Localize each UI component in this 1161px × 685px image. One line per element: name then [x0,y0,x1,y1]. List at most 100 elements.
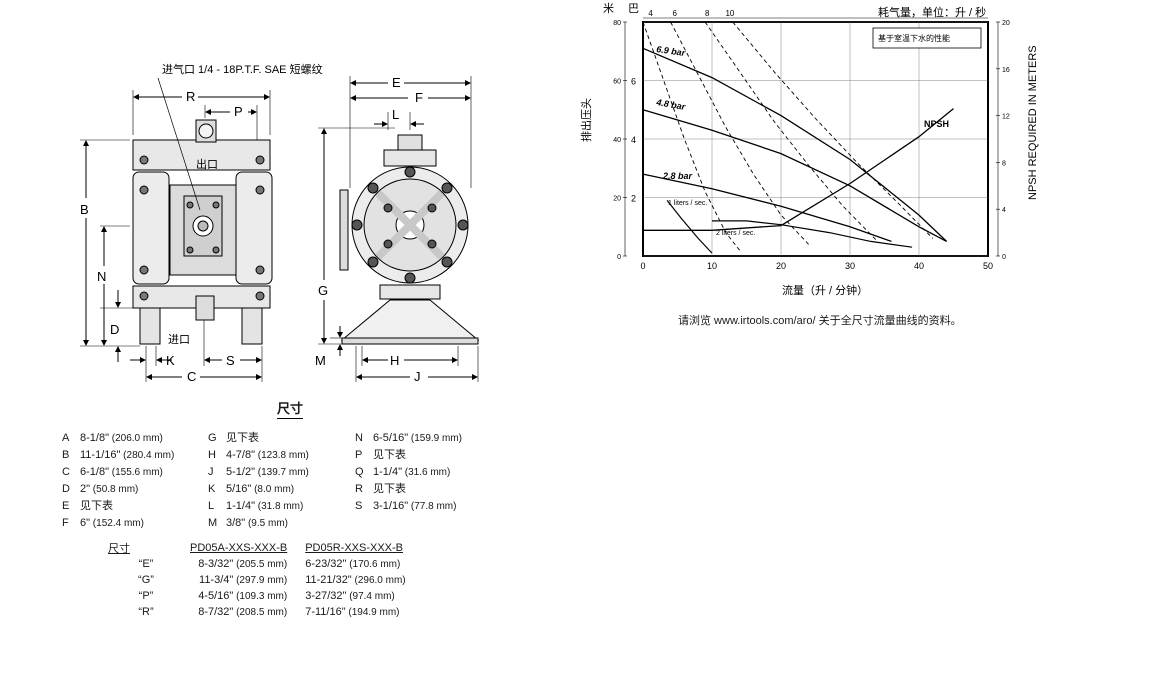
variant-row: “R”8-7/32" (208.5 mm)7-11/16" (194.9 mm) [108,604,412,620]
x-tick-label: 20 [776,261,786,271]
label-2-lps: 2 liters / sec. [716,230,755,237]
pump-dimension-drawing: R P E L F B N D K S C G M H J 进气口 1/4 - … [80,62,480,384]
dim-label-n: N [97,269,106,284]
variant-r-value: 7-11/16" (194.9 mm) [305,606,400,618]
dim-row-l: L 1-1/4" (31.8 mm) [208,498,309,515]
y-bar-tick-label: 2 [631,194,636,204]
dim-value: 1-1/4" [373,466,402,478]
dim-row-r: R 见下表 [355,481,462,498]
dim-mm: (31.8 mm) [254,501,304,512]
dim-label-f: F [415,90,423,105]
dim-row-m: M 3/8" (9.5 mm) [208,515,309,532]
y-npsh-tick-label: 12 [1002,114,1010,121]
y-bar-tick-label: 4 [631,135,636,145]
dim-value: 6" [80,517,91,529]
x-tick-label: 10 [707,261,717,271]
variant-r-value: 6-23/32" (170.6 mm) [305,558,401,570]
dim-key: F [62,517,69,529]
y-bar-units: 巴 [628,3,639,15]
y-m-tick-label: 0 [617,254,621,261]
dim-value: 3/8" [226,517,246,529]
air-tick-label: 10 [725,9,734,18]
air-axis-title: 耗气量，单位：升 / 秒 [878,5,986,19]
dim-value: 5/16" [226,483,252,495]
dim-label-k: K [166,353,175,368]
variant-a-value: 8-3/32" (205.5 mm) [198,558,288,570]
dim-mm: (9.5 mm) [245,518,288,529]
variant-header-r: PD05R-XXS-XXX-B [305,542,404,554]
variant-table: 尺寸 PD05A-XXS-XXX-B PD05R-XXS-XXX-B “E”8-… [108,540,412,620]
dim-key: M [208,517,218,529]
dim-value: 见下表 [373,483,406,495]
dim-key: A [62,432,70,444]
dim-key: E [62,500,70,512]
dim-mm: (31.6 mm) [401,467,451,478]
series-4-8-bar [642,109,947,242]
flow-line-2 [712,220,913,248]
dim-key: P [355,449,363,461]
variant-a-value: 11-3/4" (297.9 mm) [199,574,288,586]
dim-key: H [208,449,216,461]
y-m-tick-label: 80 [613,20,621,27]
variant-r-value: 11-21/32" (296.0 mm) [305,574,406,586]
dim-value: 1-1/4" [226,500,255,512]
dim-key: B [62,449,70,461]
inlet-label: 进口 [168,333,190,346]
dim-value: 5-1/2" [226,466,255,478]
dim-label-g: G [318,283,328,298]
dim-value: 见下表 [373,449,406,461]
dim-label-d: D [110,322,119,337]
dim-label-c: C [187,369,196,384]
x-axis-title: 流量（升 / 分钟） [782,283,868,297]
y-axis-title: 排出压头 [579,98,593,142]
y-npsh-tick-label: 4 [1002,207,1006,214]
legend-box-text: 基于室温下水的性能 [878,33,950,43]
dim-key: K [208,483,216,495]
dim-value: 8-1/8" [80,432,109,444]
variant-r-value: 3-27/32" (97.4 mm) [305,590,395,602]
x-tick-label: 40 [914,261,924,271]
y-m-units: 米 [603,2,614,15]
air-tick-label: 4 [648,9,653,18]
air-tick-label: 6 [673,9,678,18]
dim-label-s: S [226,353,235,368]
dim-mm: (206.0 mm) [108,433,163,444]
dimensions-title: 尺寸 [277,398,304,419]
variant-dim: “G” [138,574,154,586]
air-curve-6 [670,21,809,245]
left-chamber [132,171,170,285]
dim-value: 见下表 [226,432,259,444]
dim-key: R [355,483,363,495]
dim-key: D [62,483,70,495]
dim-label-p: P [234,104,243,119]
variant-dim: “P” [138,590,154,602]
dim-value: 见下表 [80,500,113,512]
air-tick-label: 8 [705,9,710,18]
dim-mm: (50.8 mm) [90,484,139,495]
dim-label-j: J [414,369,421,384]
series-6-9-bar [642,47,948,242]
label-npsh: NPSH [924,119,949,129]
air-curve-10 [732,21,934,239]
dim-value: 11-1/16" [80,449,121,461]
dim-key: L [208,500,215,512]
variant-a-value: 4-5/16" (109.3 mm) [198,590,288,602]
label-4-8-bar: 4.8 bar [655,97,687,112]
dim-label-r: R [186,89,195,104]
dim-key: N [355,432,363,444]
legend-box [872,27,982,49]
dim-mm: (139.7 mm) [254,467,309,478]
dim-value: 4-7/8" [226,449,255,461]
dim-value: 6-1/8" [80,466,109,478]
dim-value: 3-1/16" [373,500,409,512]
